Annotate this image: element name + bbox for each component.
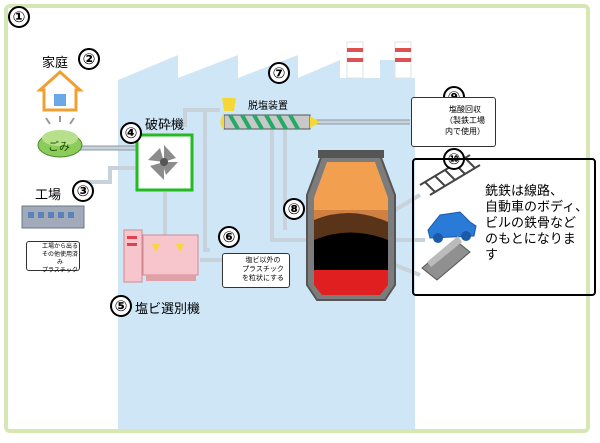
pvc-other-box: 塩ビ以外の プラスチック を粒状にする	[222, 253, 290, 288]
pipes	[80, 108, 425, 277]
step-number-2: ②	[78, 48, 100, 70]
steel-beam-icon	[421, 236, 471, 281]
hcl-recovery-box: 塩酸回収 （製鉄工場 内で使用）	[411, 97, 496, 147]
pvc-sorter-device	[123, 229, 199, 283]
step-number-8: ⑧	[283, 198, 305, 220]
crusher-device	[135, 133, 194, 192]
step-number-3: ③	[72, 180, 94, 202]
household-label: 家庭	[42, 56, 69, 71]
step-number-4: ④	[120, 122, 142, 144]
dechlorination-device	[220, 98, 320, 132]
step-number-6: ⑥	[218, 226, 240, 248]
step-number-1: ①	[8, 6, 30, 28]
chimney-right	[394, 41, 412, 79]
diagram-frame	[4, 4, 590, 433]
chimney-left	[346, 41, 364, 79]
step-number-7: ⑦	[268, 62, 290, 84]
dechlorination-label: 脱塩装置	[248, 101, 288, 112]
step-number-5: ⑤	[110, 295, 132, 317]
pipe-outline	[80, 119, 410, 151]
factory-label: 工場	[35, 188, 62, 203]
factory-icon	[21, 205, 85, 229]
pig-iron-uses-text: 銑鉄は線路、 自動車のボディ、 ビルの鉄骨など のもとになりま す	[485, 184, 589, 263]
pig-iron-uses-box: 銑鉄は線路、 自動車のボディ、 ビルの鉄骨など のもとになりま す	[412, 158, 596, 296]
car-icon	[427, 211, 477, 243]
house-icon	[36, 69, 84, 112]
crusher-label: 破砕機	[145, 118, 185, 133]
blast-furnace	[306, 150, 396, 301]
trash-icon	[37, 116, 83, 158]
factory-note: 工場から出る その他使用済み プラスチック	[41, 243, 78, 274]
hcl-recovery-note: 塩酸回収 （製鉄工場 内で使用）	[445, 105, 485, 136]
pvc-sorter-label: 塩ビ選別機	[135, 302, 201, 317]
trash-label: ごみ	[48, 140, 70, 153]
pvc-other-note: 塩ビ以外の プラスチック を粒状にする	[241, 256, 285, 282]
factory-note-box: 工場から出る その他使用済み プラスチック	[26, 241, 80, 274]
